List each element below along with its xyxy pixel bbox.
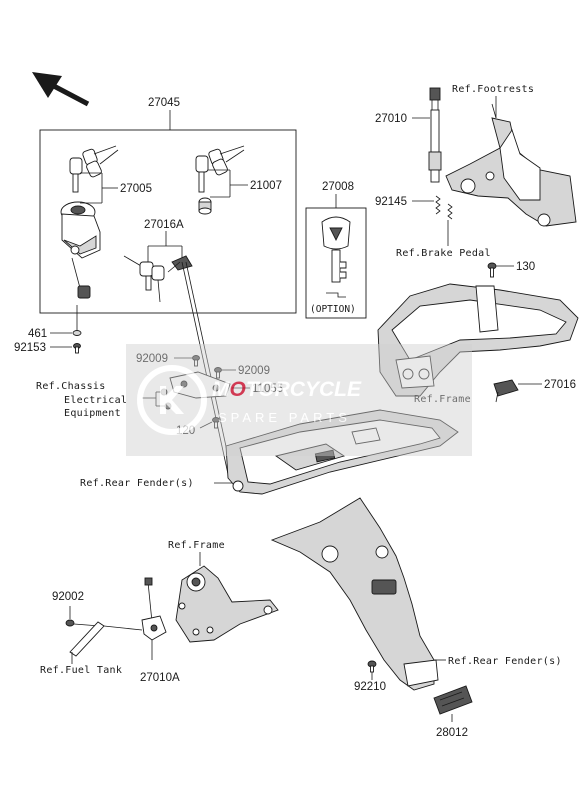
rear-fender-plate-icon [270, 497, 439, 691]
part-number-11055: 11055 [252, 383, 283, 395]
watermark-logo-icon [137, 365, 207, 435]
watermark-title: MOTORCYCLE [212, 378, 362, 401]
brake-light-switch-27010-icon [428, 87, 442, 183]
fuel-tank-switch-27010A-icon [141, 577, 167, 641]
ref-brake-pedal: Ref.Brake Pedal [396, 248, 491, 259]
part-number-130: 130 [516, 261, 535, 273]
part-number-21007: 21007 [250, 180, 282, 192]
bolt-92210-icon [367, 660, 377, 673]
ref-footrests: Ref.Footrests [452, 84, 534, 95]
key-cylinder-21007-icon [198, 197, 212, 215]
watermark-subtitle: SPARE PARTS [218, 410, 351, 425]
bolt-92009-left-icon [192, 355, 200, 367]
spring-92145-icon [435, 195, 453, 220]
fuel-tank-rod-icon [69, 621, 143, 657]
part-number-92002: 92002 [52, 591, 84, 603]
ref-chassis-line3: Equipment [64, 408, 121, 419]
part-number-28012: 28012 [436, 727, 468, 739]
part-number-27016: 27016 [544, 379, 576, 391]
washer-461-icon [72, 330, 82, 336]
part-number-27010: 27010 [375, 113, 407, 125]
bolt-92153-icon [73, 343, 81, 354]
part-number-27045: 27045 [148, 97, 180, 109]
ref-chassis-line1: Ref.Chassis [36, 381, 106, 392]
bracket-27016-icon [493, 379, 519, 403]
ignition-switch-set-group [39, 110, 297, 314]
ref-fuel-tank: Ref.Fuel Tank [40, 665, 122, 676]
ref-rear-fender-left: Ref.Rear Fender(s) [80, 478, 194, 489]
key-pair-21007-icon [195, 145, 245, 193]
frame-side-bracket-icon [175, 565, 279, 643]
ignition-switch-body-icon [60, 201, 101, 299]
bolt-130-icon [487, 262, 497, 278]
part-number-27016A: 27016A [144, 219, 184, 231]
option-key-box [305, 207, 367, 319]
ref-frame-right: Ref.Frame [414, 394, 471, 405]
bolt-120-icon [212, 417, 220, 429]
part-number-27010A: 27010A [140, 672, 180, 684]
part-number-461: 461 [28, 328, 47, 340]
reflector-28012-icon [433, 685, 473, 715]
part-number-92009-left: 92009 [136, 353, 168, 365]
rear-frame-icon [377, 283, 579, 397]
part-number-92145: 92145 [375, 196, 407, 208]
ref-chassis-line2: Electrical [64, 395, 127, 406]
footrest-bracket-icon [445, 103, 577, 227]
key-pair-27005-icon [69, 145, 119, 193]
part-number-92153: 92153 [14, 342, 46, 354]
option-label: (OPTION) [310, 304, 356, 315]
bolt-92009-right-icon [214, 367, 222, 379]
rear-fender-tray-icon [225, 409, 459, 495]
ref-frame-lower: Ref.Frame [168, 540, 225, 551]
part-number-92210: 92210 [354, 681, 386, 693]
part-number-27008: 27008 [322, 181, 354, 193]
ref-rear-fender-right: Ref.Rear Fender(s) [448, 656, 562, 667]
part-number-92009-right: 92009 [238, 365, 270, 377]
front-direction-arrow-icon [32, 72, 90, 107]
watermark: MOTORCYCLE SPARE PARTS [126, 344, 472, 456]
part-number-27005: 27005 [120, 183, 152, 195]
option-key-27008-icon [321, 216, 351, 283]
